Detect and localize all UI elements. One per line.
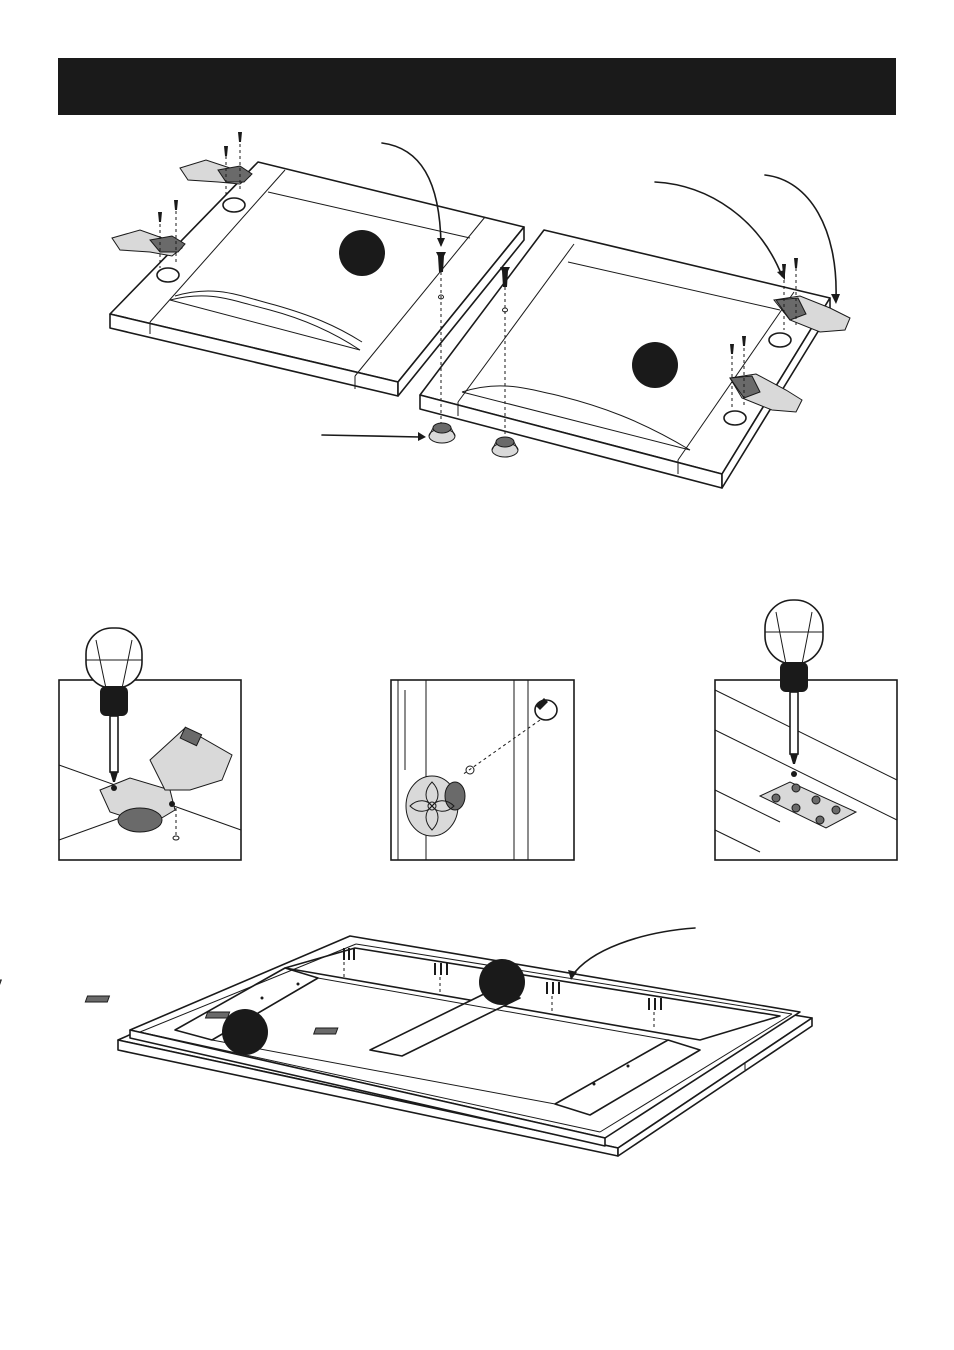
- callout-marker-right-door: [632, 342, 678, 388]
- knob-right: [492, 437, 518, 457]
- detail-plate-screwdriver: [715, 600, 897, 860]
- callout-marker-left-door: [339, 230, 385, 276]
- arrow-to-frame-rail: [568, 928, 695, 980]
- detail-knob-screw: [391, 680, 574, 860]
- detail-hinge-screwdriver: [59, 628, 241, 860]
- callout-marker-frame-rail: [479, 959, 525, 1005]
- knob-left: [429, 423, 455, 443]
- arrow-to-knob: [322, 432, 426, 441]
- cabinet-frame: [0, 936, 812, 1156]
- callout-marker-frame: [222, 1009, 268, 1055]
